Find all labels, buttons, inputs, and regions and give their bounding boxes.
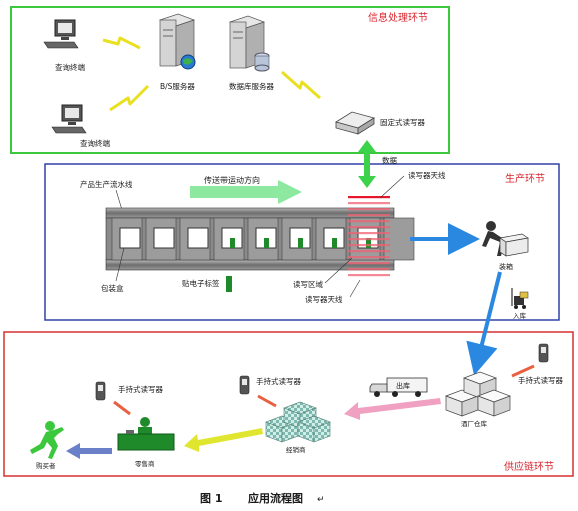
wireless-link-3-icon bbox=[281, 70, 321, 100]
storage-label: 入库 bbox=[513, 311, 527, 320]
antenna-stripe bbox=[348, 244, 390, 247]
figure-title: 应用流程图 bbox=[248, 491, 303, 505]
retailer-label: 零售商 bbox=[135, 459, 155, 468]
antenna-stripe bbox=[348, 232, 390, 235]
reader-antenna-bottom-pointer bbox=[349, 279, 361, 298]
data-exchange-arrow bbox=[358, 140, 376, 188]
conveyor-direction-label: 传送带运动方向 bbox=[204, 175, 260, 185]
packaging-box-pointer bbox=[115, 247, 125, 282]
supply-section-title: 供应链环节 bbox=[504, 460, 554, 473]
antenna-stripe bbox=[348, 226, 390, 229]
handheld-3-label: 手持式读写器 bbox=[518, 375, 563, 385]
info-section-title: 信息处理环节 bbox=[368, 11, 428, 24]
handheld-reader-1-icon bbox=[95, 381, 106, 401]
conveyor-direction-arrow bbox=[190, 180, 302, 204]
packaging-box bbox=[187, 227, 209, 249]
fixed-reader-label: 固定式读写器 bbox=[380, 117, 425, 127]
reader-antenna-bottom-label: 读写器天线 bbox=[305, 294, 343, 304]
info-section-border bbox=[10, 6, 450, 154]
fixed-reader-icon bbox=[335, 111, 375, 135]
query-terminal-2-icon bbox=[51, 104, 87, 134]
to-retailer-arrow bbox=[184, 428, 263, 452]
antenna-stripe bbox=[348, 268, 390, 271]
query-terminal-1-label: 查询终端 bbox=[55, 62, 85, 72]
to-buyer-arrow bbox=[66, 443, 112, 459]
antenna-stripe bbox=[348, 250, 390, 253]
packaging-box bbox=[119, 227, 141, 249]
return-mark: ↵ bbox=[317, 495, 325, 505]
warehouse-boxes-icon bbox=[445, 371, 511, 417]
reader-antenna-zone bbox=[348, 196, 390, 277]
handheld-3-pointer bbox=[511, 364, 535, 378]
query-terminal-2-label: 查询终端 bbox=[80, 138, 110, 148]
box-tag bbox=[264, 238, 269, 248]
db-server-label: 数据库服务器 bbox=[229, 81, 274, 91]
handheld-2-label: 手持式读写器 bbox=[256, 376, 301, 386]
production-section-border bbox=[44, 163, 560, 321]
handheld-reader-2-icon bbox=[239, 375, 250, 395]
assembly-line-label: 产品生产流水线 bbox=[80, 179, 133, 189]
bs-server-icon bbox=[158, 13, 196, 70]
antenna-stripe bbox=[348, 256, 390, 259]
db-server-icon bbox=[228, 15, 270, 72]
box-tag bbox=[332, 238, 337, 248]
supply-section-border bbox=[3, 331, 574, 477]
handheld-1-label: 手持式读写器 bbox=[118, 384, 163, 394]
box-tag bbox=[230, 238, 235, 248]
reader-antenna-top-pointer bbox=[379, 175, 405, 199]
handheld-2-pointer bbox=[257, 394, 277, 408]
query-terminal-1-icon bbox=[43, 19, 79, 49]
truck-label: 出库 bbox=[396, 381, 410, 390]
antenna-stripe bbox=[348, 196, 390, 199]
assembly-line-pointer bbox=[115, 189, 123, 211]
wireless-link-1-icon bbox=[102, 36, 141, 50]
antenna-stripe bbox=[348, 274, 390, 277]
forklift-icon bbox=[511, 288, 529, 309]
box-tag bbox=[298, 238, 303, 248]
packaging-box-label: 包装盒 bbox=[101, 283, 124, 293]
data-label: 数据 bbox=[382, 155, 397, 165]
handheld-1-pointer bbox=[113, 400, 131, 416]
production-section-title: 生产环节 bbox=[505, 172, 545, 185]
buyer-label: 购买者 bbox=[36, 461, 56, 470]
warehouse-label: 酒厂仓库 bbox=[461, 419, 488, 428]
antenna-stripe bbox=[348, 208, 390, 211]
packaging-box bbox=[153, 227, 175, 249]
to-warehouse-arrow bbox=[466, 271, 502, 376]
distributor-label: 经销商 bbox=[286, 445, 306, 454]
figure-number: 图 1 bbox=[200, 492, 222, 505]
buyer-icon bbox=[30, 421, 64, 459]
handheld-reader-3-icon bbox=[538, 343, 549, 363]
wireless-link-2-icon bbox=[109, 84, 150, 112]
tag-label: 贴电子标签 bbox=[182, 278, 220, 288]
box-tag bbox=[366, 238, 371, 248]
boxing-label: 装箱 bbox=[499, 262, 513, 271]
electronic-tag-icon bbox=[226, 276, 232, 292]
boxing-worker-icon bbox=[482, 221, 529, 257]
bs-server-label: B/S服务器 bbox=[160, 81, 195, 91]
antenna-stripe bbox=[348, 262, 390, 265]
antenna-stripe bbox=[348, 220, 390, 223]
retailer-desk-icon bbox=[117, 417, 175, 451]
truck-icon bbox=[369, 377, 428, 397]
antenna-stripe bbox=[348, 202, 390, 205]
packaging-boxes bbox=[119, 227, 379, 249]
reader-antenna-top-label: 读写器天线 bbox=[408, 170, 446, 180]
rw-zone-label: 读写区域 bbox=[293, 279, 323, 289]
antenna-stripe bbox=[348, 214, 390, 217]
to-distributor-arrow bbox=[344, 398, 441, 420]
distributor-boxes-icon bbox=[265, 401, 331, 443]
rw-zone-pointer bbox=[324, 257, 353, 284]
antenna-stripe bbox=[348, 238, 390, 241]
